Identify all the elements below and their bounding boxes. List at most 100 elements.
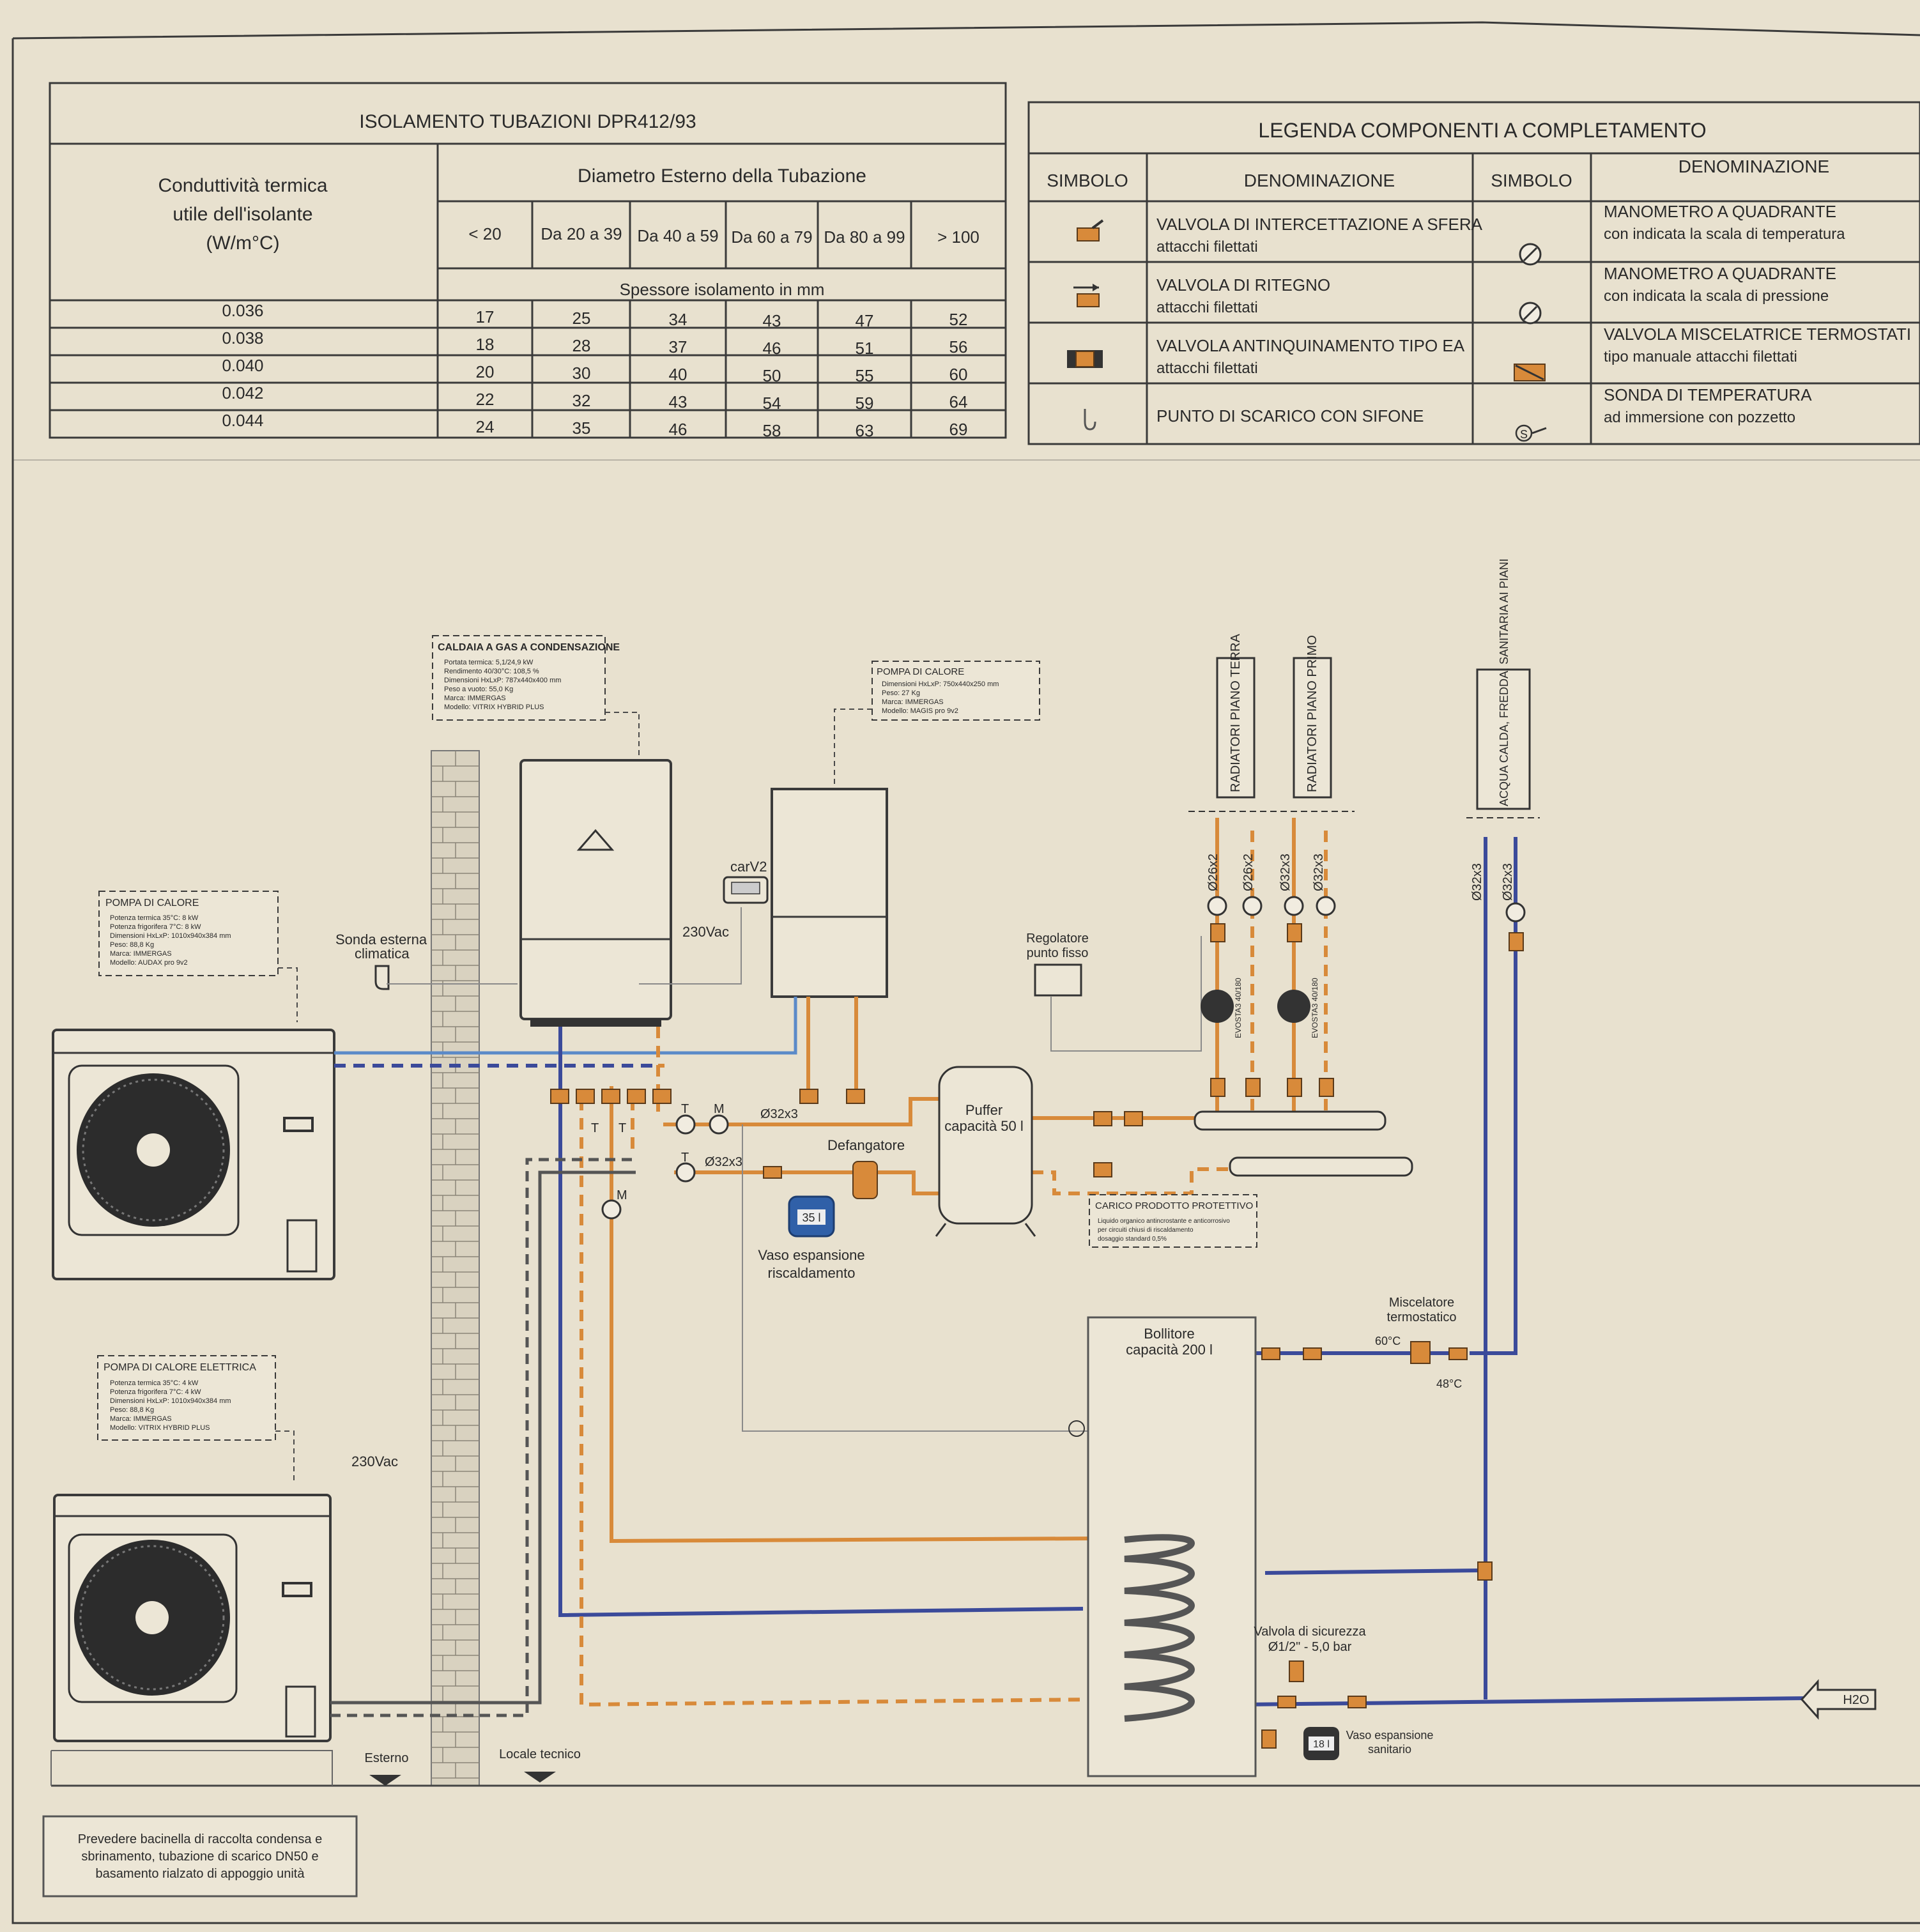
row-1-v5: 51 (856, 339, 874, 358)
sub-header: Spessore isolamento in mm (620, 280, 825, 299)
ball-valve-icon (601, 1089, 620, 1104)
pompa-left-line-6: Modello: AUDAX pro 9v2 (110, 959, 188, 967)
bollitore-label-1: Bollitore (1144, 1326, 1194, 1342)
heating-coil (1124, 1534, 1195, 1722)
check-valve-icon (763, 1166, 782, 1179)
pressure-gauge-icon (1207, 896, 1227, 916)
pompa-top-line-2: Peso: 27 Kg (882, 689, 920, 697)
legend-title: LEGENDA COMPONENTI A COMPLETAMENTO (1258, 119, 1706, 142)
outdoor-heatpump-info: POMPA DI CALORE Potenza termica 35°C: 8 … (98, 891, 279, 976)
vaso-label-1: Vaso espansione (758, 1247, 864, 1263)
row-3-v3: 43 (669, 392, 687, 411)
pompa-el-line-6: Modello: VITRIX HYBRID PLUS (110, 1424, 210, 1432)
row-4-v2: 35 (572, 418, 591, 438)
row-header-line-3: (W/m°C) (206, 233, 279, 254)
legend-table-frame (1027, 101, 1920, 445)
pipework (330, 818, 1809, 1717)
carico-line-2: per circuiti chiusi di riscaldamento (1098, 1227, 1194, 1234)
fixed-point-controller: Regolatore punto fisso (1026, 931, 1089, 997)
carico-line-1: Liquido organico antincrostante e antico… (1098, 1218, 1230, 1225)
legend-right-3-line1: VALVOLA MISCELATRICE TERMOSTATI (1604, 325, 1911, 344)
circulator-pump-icon (1201, 990, 1234, 1023)
caldaia-line-5: Marca: IMMERGAS (444, 694, 506, 702)
row-2-v2: 30 (572, 364, 591, 383)
caldaia-line-1: Portata termica: 5,1/24,9 kW (444, 659, 534, 666)
water-inlet-arrow: H2O (1800, 1679, 1877, 1720)
miscelatore-label-2: termostatico (1387, 1310, 1457, 1324)
rad-terra-label: RADIATORI PIANO TERRA (1229, 634, 1243, 792)
pipe-size-h: Ø32x3 (1501, 863, 1515, 901)
row-2-v3: 40 (669, 365, 687, 384)
row-1-v4: 46 (763, 339, 781, 358)
note-line-1: Prevedere bacinella di raccolta condensa… (78, 1832, 322, 1846)
vaso-san-label-2: sanitario (1368, 1743, 1411, 1756)
safety-valve-label-1: Valvola di sicurezza (1254, 1625, 1366, 1639)
circulator-pump-icon (1277, 990, 1310, 1023)
row-4-v6: 69 (949, 420, 968, 439)
indoor-heatpump (771, 788, 888, 998)
row-4-v1: 24 (476, 417, 495, 436)
vaso-san-volume: 18 l (1313, 1739, 1330, 1750)
row-0-v4: 43 (763, 311, 781, 330)
row-1-k: 0.038 (222, 328, 263, 348)
fittings (550, 896, 1526, 1749)
temp-48-label: 48°C (1436, 1377, 1462, 1390)
ball-valve-icon (1124, 1111, 1143, 1126)
pressure-gauge-icon (1242, 896, 1263, 916)
sonda-label-2: climatica (355, 946, 410, 962)
legend-left-2-line1: VALVOLA DI RITEGNO (1156, 275, 1330, 295)
pipe-size-f: Ø32x3 (1312, 854, 1326, 891)
pompa-el-line-5: Marca: IMMERGAS (110, 1415, 172, 1423)
row-2-v4: 50 (763, 366, 781, 385)
pipe-size-a: Ø32x3 (760, 1107, 798, 1121)
ball-valve-icon (576, 1089, 595, 1104)
pressure-gauge-icon (709, 1114, 729, 1135)
legend-right-1-line1: MANOMETRO A QUADRANTE (1604, 202, 1836, 221)
caldaia-info-box: CALDAIA A GAS A CONDENSAZIONE Portata te… (432, 635, 620, 721)
pompa-el-title: POMPA DI CALORE ELETTRICA (104, 1362, 256, 1373)
dirt-separator: Defangatore (827, 1137, 905, 1199)
m-label-1: M (714, 1102, 725, 1116)
sheet-frame (12, 21, 1920, 1924)
pipe-size-c: Ø26x2 (1206, 854, 1220, 891)
drain-siphon-icon (1084, 409, 1096, 431)
col-group-header: Diametro Esterno della Tubazione (578, 165, 866, 187)
col-header-6: > 100 (937, 227, 979, 247)
temperature-gauge-icon (675, 1114, 696, 1135)
ball-valve-icon (1303, 1347, 1322, 1360)
radiator-ground-floor-box: RADIATORI PIANO TERRA (1216, 634, 1256, 799)
temperature-gauge-icon (1519, 243, 1542, 266)
check-valve-icon (1073, 284, 1100, 307)
ball-valve-icon (1448, 1347, 1468, 1360)
bollitore-label-2: capacità 200 l (1126, 1342, 1213, 1358)
row-1-v3: 37 (669, 337, 687, 356)
temperature-probe-icon: S (1515, 424, 1547, 442)
electric-heatpump-info: POMPA DI CALORE ELETTRICA Potenza termic… (97, 1355, 276, 1441)
col-header-5: Da 80 a 99 (824, 227, 905, 247)
pompa-left-line-1: Potenza termica 35°C: 8 kW (110, 914, 199, 922)
ball-valve-icon (550, 1089, 569, 1104)
esterno-label: Esterno (365, 1751, 409, 1765)
pressure-gauge-icon (1519, 302, 1542, 325)
defangatore-label: Defangatore (827, 1137, 905, 1153)
insulation-table-title: ISOLAMENTO TUBAZIONI DPR412/93 (359, 111, 696, 132)
voltage-label-bottom: 230Vac (351, 1453, 398, 1469)
temperature-gauge-icon (675, 1162, 696, 1183)
row-header-line-1: Conduttività termica (158, 175, 327, 196)
row-4-v4: 58 (763, 421, 781, 440)
pompa-el-line-4: Peso: 88,8 Kg (110, 1406, 154, 1414)
pompa-left-line-5: Marca: IMMERGAS (110, 950, 172, 958)
note-line-3: basamento rialzato di appoggio unità (96, 1867, 305, 1881)
ball-valve-icon (1077, 219, 1104, 241)
svg-text:S: S (1520, 428, 1528, 441)
ball-valve-icon (1261, 1729, 1277, 1749)
mixing-valve-icon (1410, 1341, 1431, 1364)
legend-simbolo-left: SIMBOLO (1047, 171, 1128, 190)
ball-valve-icon (652, 1089, 672, 1104)
ball-valve-icon (1509, 932, 1524, 951)
backflow-valve-icon (1067, 350, 1103, 368)
vaso-label-2: riscaldamento (768, 1265, 856, 1281)
ball-valve-icon (1477, 1561, 1493, 1581)
legend-right-4-line1: SONDA DI TEMPERATURA (1604, 385, 1812, 404)
locale-label: Locale tecnico (499, 1747, 581, 1761)
